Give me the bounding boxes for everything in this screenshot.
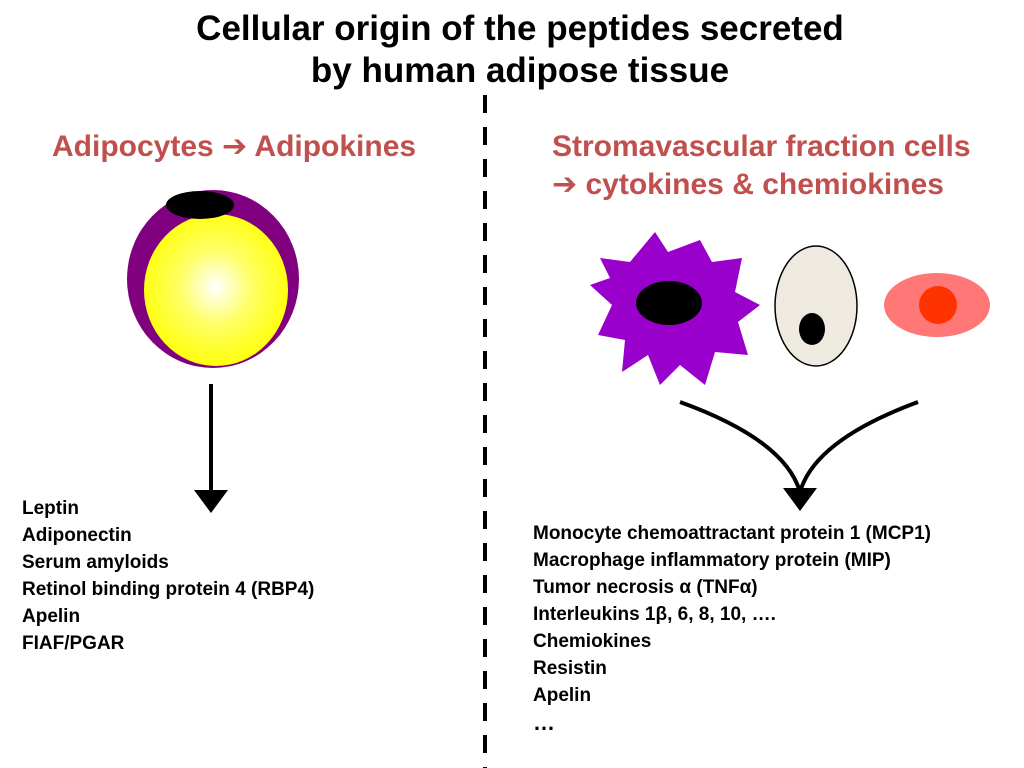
list-item: Macrophage inflammatory protein (MIP)	[533, 550, 891, 571]
stromavascular-heading-line-2: ➔ cytokines & chemiokines	[552, 168, 944, 201]
page-title: Cellular origin of the peptides secreted…	[0, 8, 1024, 92]
red-cell-nucleus	[919, 286, 957, 324]
stromavascular-heading: Stromavascular fraction cells ➔ cytokine…	[552, 128, 971, 204]
title-line-1: Cellular origin of the peptides secreted	[196, 9, 844, 48]
oval-cell-body	[774, 245, 858, 367]
macrophage-cell	[590, 232, 760, 385]
adipocyte-cell	[127, 190, 299, 368]
cytokines-list: Monocyte chemoattractant protein 1 (MCP1…	[533, 520, 931, 736]
list-item: Serum amyloids	[22, 552, 169, 573]
adipocytes-heading: Adipocytes ➔ Adipokines	[52, 130, 417, 163]
lipid-droplet	[144, 214, 288, 366]
list-item-ellipsis: …	[533, 710, 556, 735]
list-item: Monocyte chemoattractant protein 1 (MCP1…	[533, 523, 931, 544]
list-item: Retinol binding protein 4 (RBP4)	[22, 579, 315, 600]
list-item: Interleukins 1β, 6, 8, 10, ….	[533, 604, 776, 625]
list-item: Apelin	[22, 606, 81, 627]
stromavascular-heading-line-1: Stromavascular fraction cells	[552, 130, 971, 163]
adipocyte-nucleus	[166, 191, 234, 219]
list-item: Resistin	[533, 658, 607, 679]
list-item: Tumor necrosis α (TNFα)	[533, 577, 758, 598]
cytokines-arrow	[679, 400, 919, 511]
adipokines-list: Leptin Adiponectin Serum amyloids Retino…	[22, 495, 314, 657]
list-item: Apelin	[533, 685, 592, 706]
adipokines-arrow	[194, 384, 228, 513]
list-item: Adiponectin	[22, 525, 132, 546]
oval-cell	[774, 245, 858, 367]
list-item: Leptin	[22, 498, 79, 519]
macrophage-nucleus	[636, 281, 702, 325]
list-item: FIAF/PGAR	[22, 633, 125, 654]
title-line-2: by human adipose tissue	[310, 51, 730, 90]
list-item: Chemiokines	[533, 631, 652, 652]
red-cell	[884, 273, 990, 337]
oval-cell-nucleus	[799, 313, 825, 345]
